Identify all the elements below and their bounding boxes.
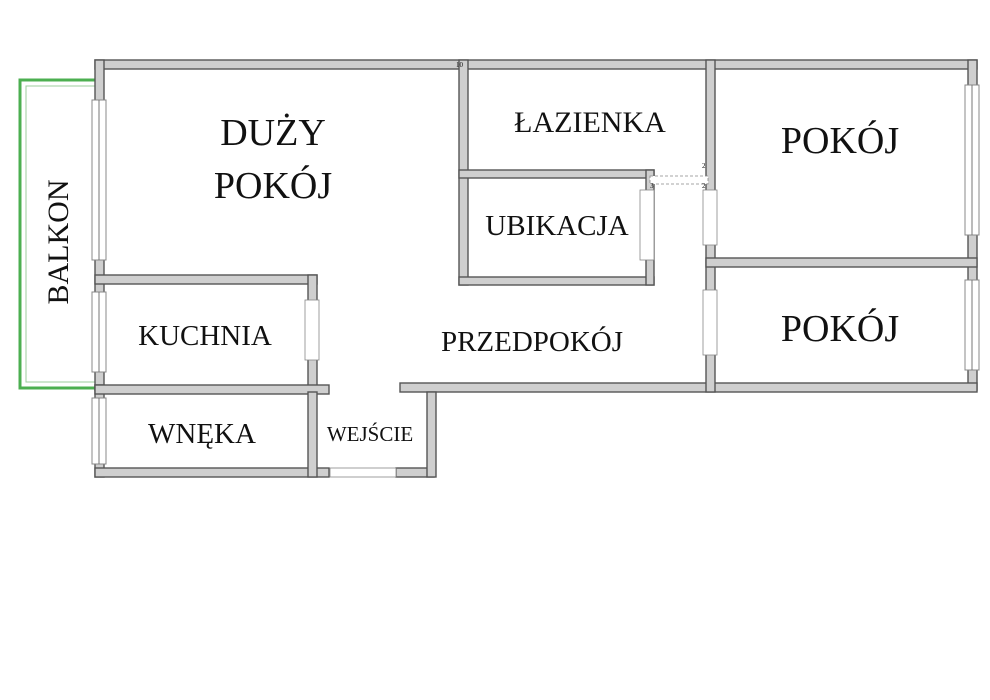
dimension-mark-top: 10 <box>456 61 464 69</box>
room-label-hallway: PRZEDPOKÓJ <box>441 325 623 358</box>
room-label-bedroom-top: POKÓJ <box>781 120 899 162</box>
door-openings <box>304 175 718 478</box>
room-label-bathroom: ŁAZIENKA <box>514 106 666 139</box>
room-label-living-room-line1: DUŻY <box>220 112 326 154</box>
dimension-mark-hall-b: 2 <box>702 182 706 190</box>
balcony-outline <box>18 78 96 390</box>
room-label-balcony: BALKON <box>42 180 75 305</box>
room-label-entrance: WEJŚCIE <box>327 422 413 446</box>
dimension-mark-hall-a: 2 <box>702 162 706 170</box>
room-label-kitchen: KUCHNIA <box>138 320 272 352</box>
room-label-alcove: WNĘKA <box>148 418 256 450</box>
room-label-living-room-line2: POKÓJ <box>214 165 332 207</box>
windows <box>91 84 980 465</box>
dimension-mark-toilet: 3 <box>650 182 654 190</box>
room-label-toilet: UBIKACJA <box>485 210 628 242</box>
room-label-bedroom-bottom: POKÓJ <box>781 308 899 350</box>
